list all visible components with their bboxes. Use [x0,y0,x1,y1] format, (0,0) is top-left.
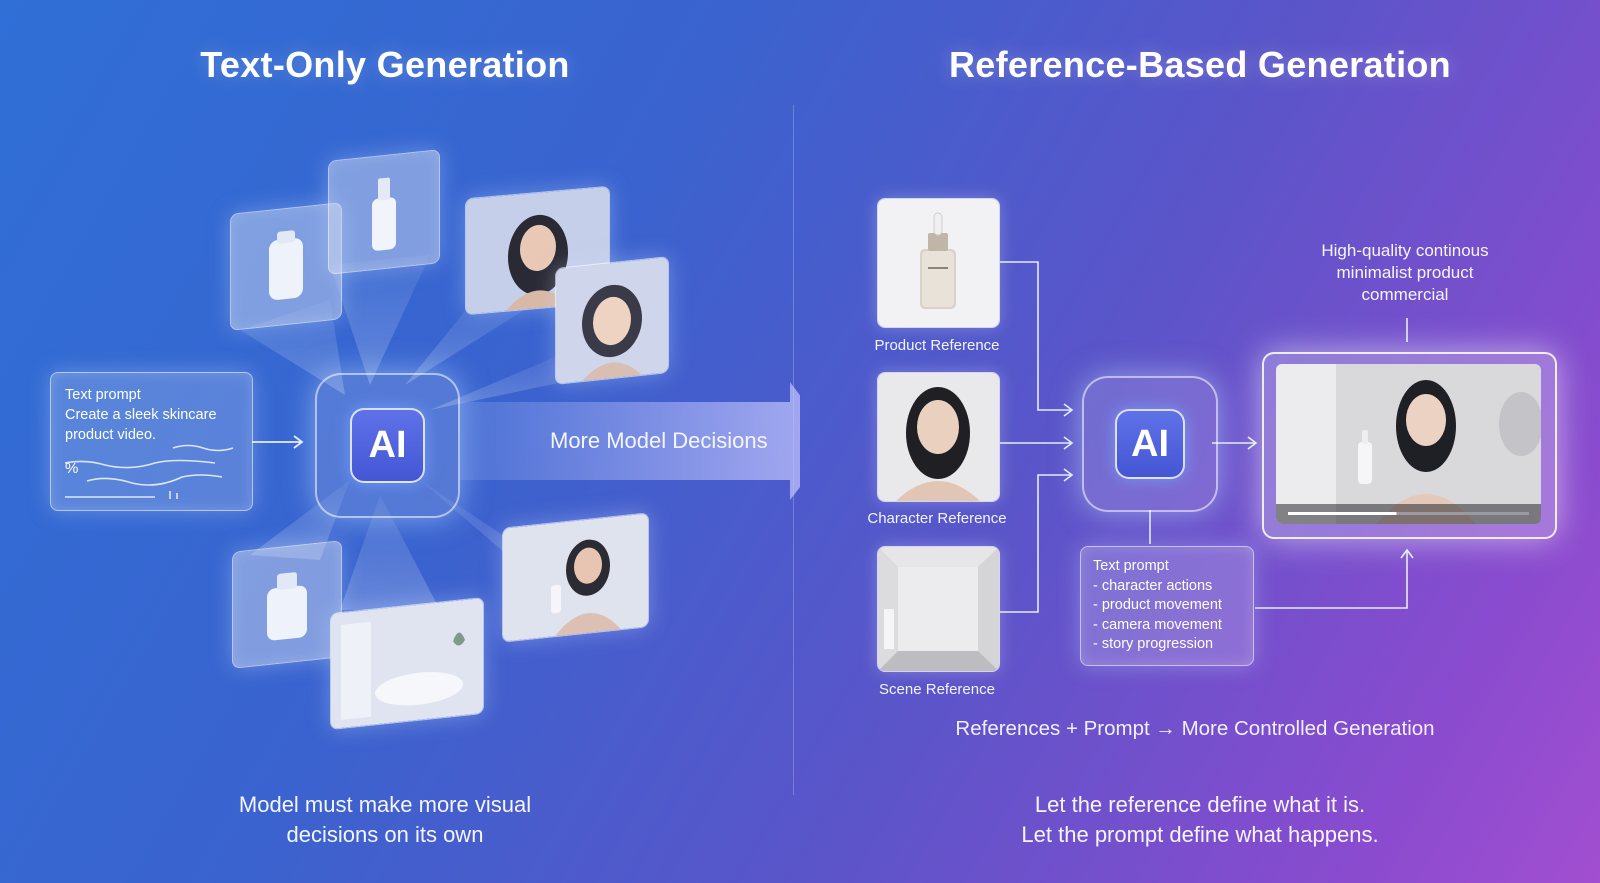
left-text-prompt-box: Text prompt Create a sleek skincare prod… [50,372,253,511]
left-caption-line-2: decisions on its own [286,822,484,847]
woman-product-card [502,512,649,643]
prompt-item-character-actions: - character actions [1093,577,1213,594]
right-connectors [1000,261,1414,613]
output-caption-line-3: commercial [1361,285,1449,304]
output-video-frame [1262,352,1557,539]
product-reference-label: Product Reference [874,337,1000,354]
right-ai-label: AI [1131,422,1169,465]
scribble-lines [65,444,234,499]
bottle-card-2 [328,149,440,275]
right-text-prompt-box: Text prompt - character actions - produc… [1080,546,1254,666]
left-ai-label: AI [368,424,407,466]
left-caption-line-1: Model must make more visual [238,792,532,817]
output-video [1276,364,1541,524]
output-caption: High-quality continous minimalist produc… [1290,240,1520,306]
character-reference-label: Character Reference [867,510,1007,527]
right-ai-core: AI [1115,409,1185,479]
video-progress-track [1288,512,1529,515]
product-reference-image [877,198,1000,328]
output-caption-line-2: minimalist product [1336,263,1474,282]
prompt-item-story-progression: - story progression [1093,636,1214,652]
left-ai-core: AI [350,408,425,483]
left-ai-chip: AI [315,373,460,518]
left-prompt-symbol: % [65,460,79,477]
prompt-item-camera-movement: - camera movement [1093,616,1222,633]
bottle-card-3 [232,540,342,669]
left-rays [240,255,800,610]
left-prompt-line-1: Create a sleek skincare [65,407,217,423]
scene-reference-label: Scene Reference [879,681,995,698]
left-title: Text-Only Generation [200,44,570,85]
right-prompt-label: Text prompt [1093,558,1169,574]
right-caption-line-1: Let the reference define what it is. [1034,792,1366,817]
more-model-decisions-label: More Model Decisions [550,428,768,453]
left-prompt-line-2: product video. [65,427,157,443]
right-title: Reference-Based Generation [949,44,1451,85]
right-caption: Let the reference define what it is. Let… [925,790,1475,850]
character-reference-image [877,372,1000,502]
prompt-item-product-movement: - product movement [1093,597,1222,613]
video-progress-fill [1288,512,1397,515]
right-ai-chip: AI [1082,376,1218,512]
woman-card-2 [555,256,669,385]
left-prompt-label: Text prompt [65,387,141,403]
bottle-card-1 [230,202,342,331]
scene-reference-image [877,546,1000,672]
bathroom-card [330,596,484,731]
left-caption: Model must make more visual decisions on… [135,790,635,850]
right-caption-line-2: Let the prompt define what happens. [1021,822,1379,847]
formula-label: References + Prompt → More Controlled Ge… [955,717,1435,740]
output-caption-line-1: High-quality continous [1321,241,1489,260]
